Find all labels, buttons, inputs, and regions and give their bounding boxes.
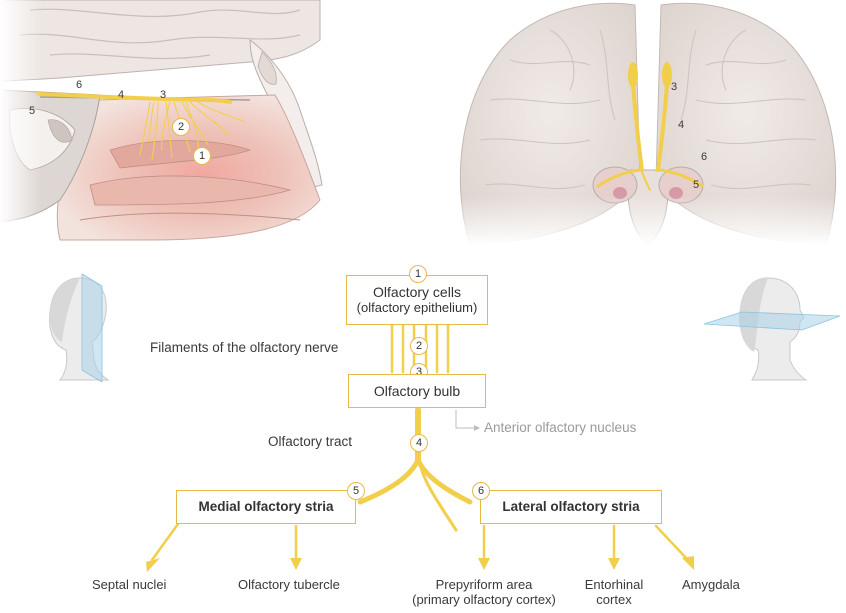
marker-2: 2 xyxy=(410,337,428,355)
entorhinal-line2: cortex xyxy=(574,592,654,607)
olfactory-tubercle-label: Olfactory tubercle xyxy=(238,577,340,592)
prepyriform-line1: Prepyriform area xyxy=(396,577,572,592)
marker-6: 6 xyxy=(472,482,490,500)
prepyriform-line2: (primary olfactory cortex) xyxy=(396,592,572,607)
medial-olfactory-stria-label: Medial olfactory stria xyxy=(198,499,333,515)
medial-olfactory-stria-box: Medial olfactory stria xyxy=(176,490,356,524)
lateral-olfactory-stria-label: Lateral olfactory stria xyxy=(502,499,639,515)
olfactory-cells-line1: Olfactory cells xyxy=(373,284,461,300)
anterior-olfactory-nucleus-label: Anterior olfactory nucleus xyxy=(484,420,636,435)
filaments-label: Filaments of the olfactory nerve xyxy=(150,340,338,355)
marker-5: 5 xyxy=(347,482,365,500)
olfactory-cells-line2: (olfactory epithelium) xyxy=(357,300,478,316)
entorhinal-cortex-label: Entorhinal cortex xyxy=(574,577,654,607)
olfactory-tract-label: Olfactory tract xyxy=(268,434,352,449)
amygdala-label: Amygdala xyxy=(682,577,740,592)
olfactory-bulb-label: Olfactory bulb xyxy=(374,383,460,399)
marker-4: 4 xyxy=(410,434,428,452)
marker-1: 1 xyxy=(409,265,427,283)
entorhinal-line1: Entorhinal xyxy=(574,577,654,592)
lateral-olfactory-stria-box: Lateral olfactory stria xyxy=(480,490,662,524)
olfactory-bulb-box: Olfactory bulb xyxy=(348,374,486,408)
septal-nuclei-label: Septal nuclei xyxy=(92,577,166,592)
prepyriform-area-label: Prepyriform area (primary olfactory cort… xyxy=(396,577,572,607)
